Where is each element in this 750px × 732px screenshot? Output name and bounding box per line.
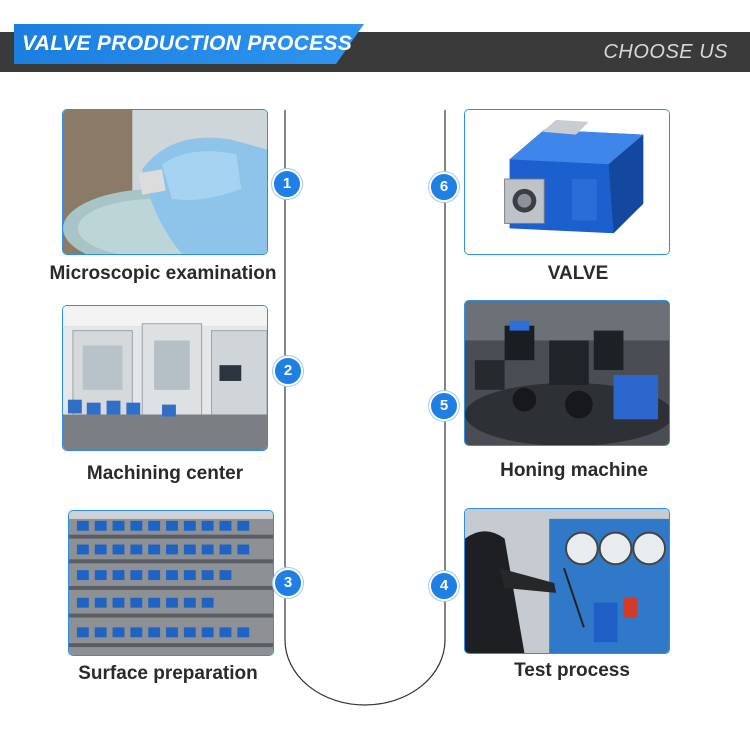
step-5-photo <box>464 300 670 446</box>
step-3-caption: Surface preparation <box>78 663 258 684</box>
step-2-badge: 2 <box>273 356 303 386</box>
step-6-badge: 6 <box>429 172 459 202</box>
step-6-photo <box>464 109 670 255</box>
title-tab <box>14 24 364 64</box>
step-2-photo <box>62 305 268 451</box>
step-1-caption: Microscopic examination <box>49 263 277 284</box>
step-3-badge: 3 <box>273 568 303 598</box>
step-5-badge: 5 <box>429 391 459 421</box>
step-4-photo <box>464 508 670 654</box>
step-4-caption: Test process <box>514 660 630 681</box>
step-1-photo <box>62 109 268 255</box>
page-title: VALVE PRODUCTION PROCESS <box>22 32 353 55</box>
step-5-caption: Honing machine <box>500 460 648 481</box>
choose-us-label: CHOOSE US <box>603 41 728 63</box>
step-3-photo <box>68 510 274 656</box>
step-6-caption: VALVE <box>547 263 609 284</box>
step-2-caption: Machining center <box>86 463 244 484</box>
step-4-badge: 4 <box>429 571 459 601</box>
step-1-badge: 1 <box>272 169 302 199</box>
